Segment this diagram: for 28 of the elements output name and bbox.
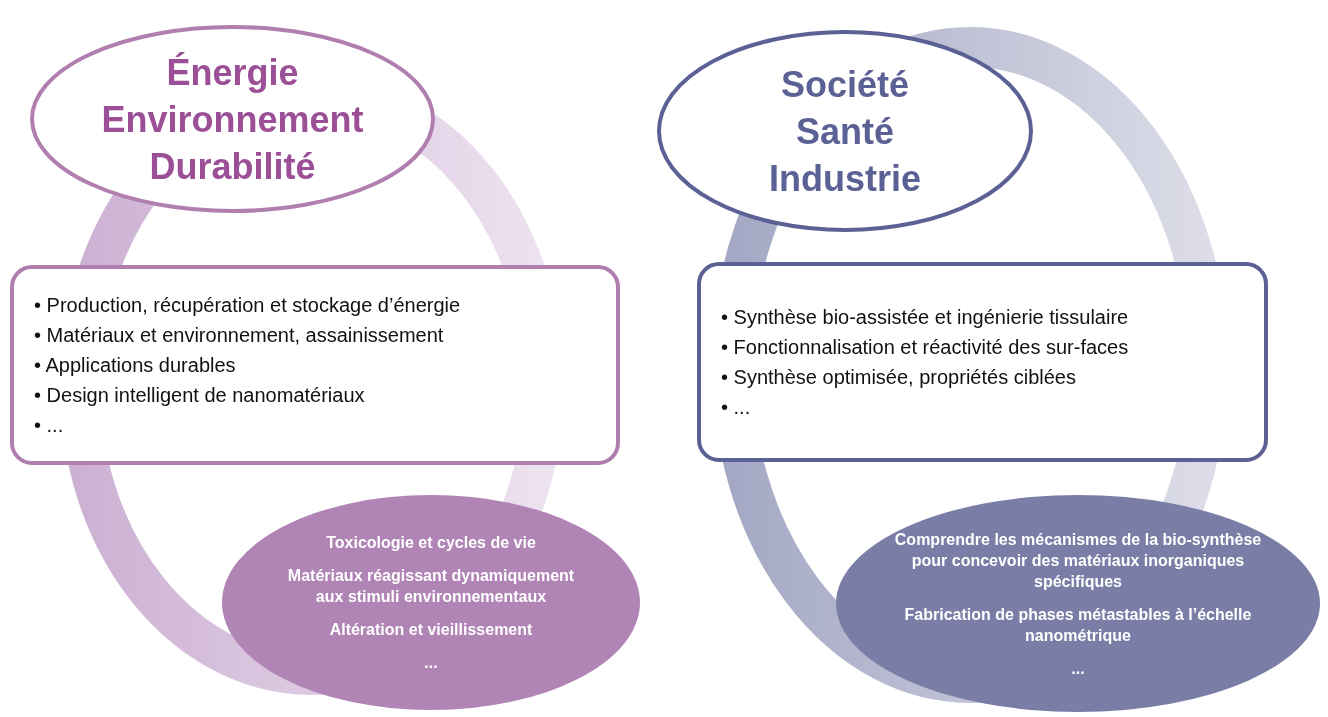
topic-text: Toxicologie et cycles de vie [326, 533, 536, 553]
bullet-item: • Fonctionnalisation et réactivité des sur-faces [721, 335, 1130, 359]
bullet-item: • Matériaux et environnement, assainissement [34, 323, 445, 347]
bullet-item: • Synthèse bio-assistée et ingénierie tissulaire [721, 305, 1130, 329]
topic-text: Comprendre les mécanismes de la bio-synthèse pour concevoir des matériaux inorganiques spécifiques [893, 529, 1263, 592]
bullet-item: • Synthèse optimisée, propriétés ciblées [721, 365, 1077, 389]
bullet-item: • Applications durables [34, 353, 237, 377]
list-box [10, 265, 620, 465]
list-box [697, 262, 1268, 462]
bullet-item: • ... [34, 413, 65, 437]
heading-text: Environnement [101, 97, 364, 142]
topic-text: ... [1071, 658, 1085, 679]
title-ellipse [657, 30, 1033, 232]
heading-text: Industrie [769, 156, 921, 201]
topic-text: Fabrication de phases métastables à l’échelle nanométrique [903, 604, 1253, 646]
heading-text: Société [780, 62, 910, 107]
topic-text: Matériaux réagissant dynamiquement aux stimuli environnementaux [286, 566, 576, 607]
bullet-item: • Production, récupération et stockage d’énergie [34, 293, 462, 317]
heading-text: Énergie [166, 50, 299, 95]
topic-ellipse [222, 495, 640, 710]
heading-text: Santé [795, 109, 894, 154]
heading-text: Durabilité [149, 144, 316, 189]
title-ellipse [30, 25, 435, 213]
bullet-item: • ... [721, 395, 752, 419]
topic-text: Altération et vieillissement [329, 620, 533, 640]
bullet-item: • Design intelligent de nanomatériaux [34, 383, 366, 407]
topic-text: ... [424, 653, 438, 673]
topic-ellipse [836, 495, 1320, 712]
